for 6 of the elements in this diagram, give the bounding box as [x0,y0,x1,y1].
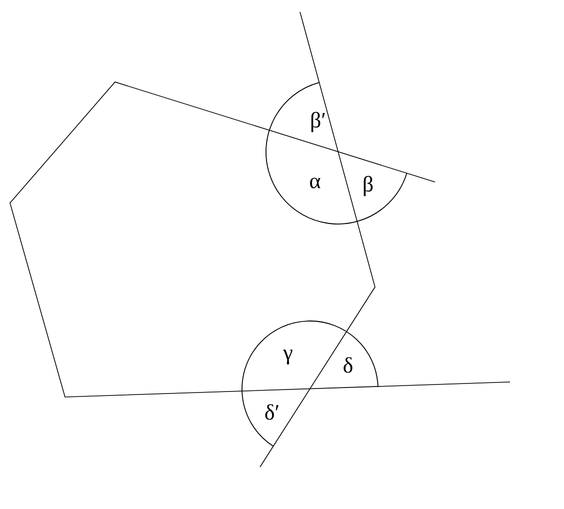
angle-label: δ [344,357,352,373]
angle-label: β′ [311,112,325,132]
angle-label: δ′ [265,404,278,420]
angle-label: β [364,176,373,196]
angle-label: γ [283,350,292,364]
angle-label: α [310,178,320,188]
